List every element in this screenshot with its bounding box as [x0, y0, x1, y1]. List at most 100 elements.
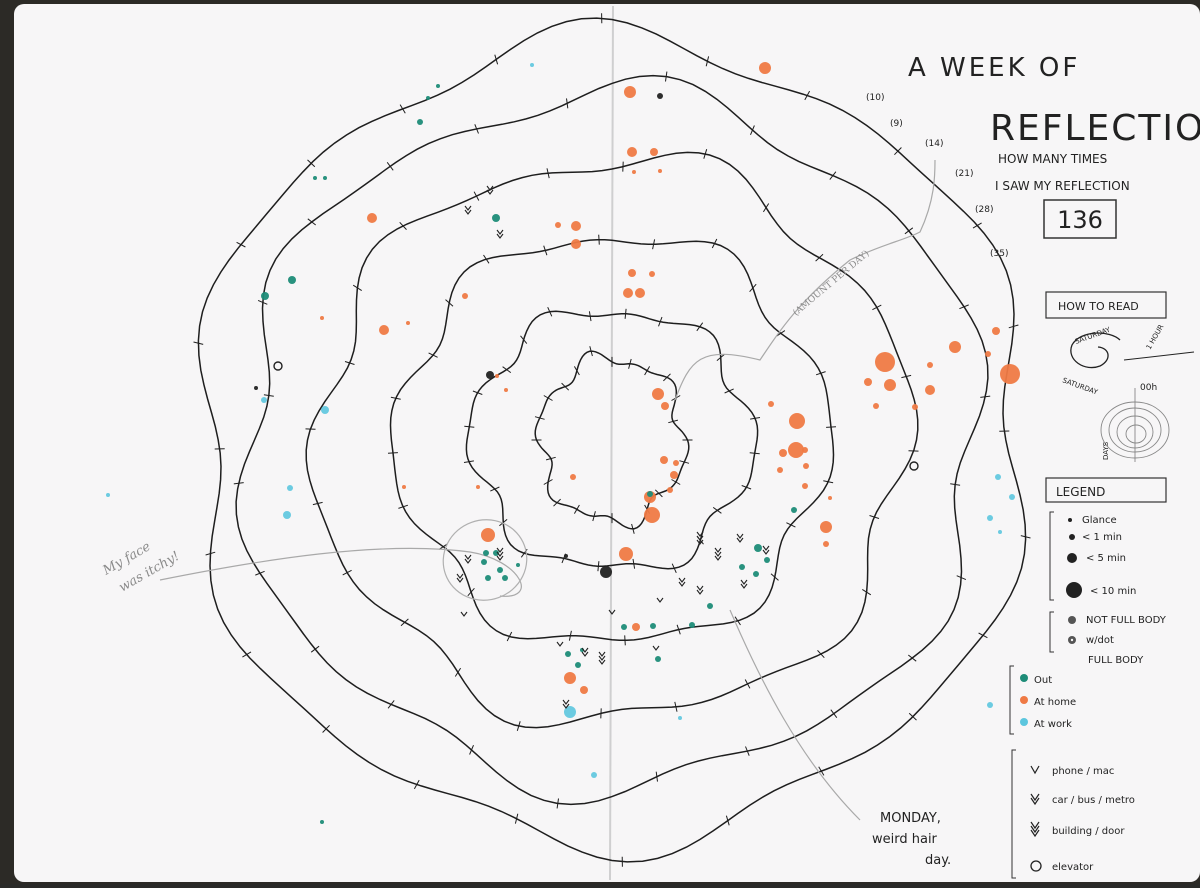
reflection-dot [678, 716, 682, 720]
total-count: 136 [1057, 206, 1103, 234]
reflection-dot [670, 471, 678, 479]
reflection-dot [803, 463, 809, 469]
reflection-dot [495, 374, 499, 378]
reflection-dot [759, 62, 771, 74]
reflection-dot [764, 557, 770, 563]
reflection-dot [828, 496, 832, 500]
reflection-dot [632, 623, 640, 631]
size-10min-label: < 10 min [1090, 586, 1136, 597]
reflection-dot [925, 385, 935, 395]
reflection-dot [779, 449, 787, 457]
reflection-dot [320, 820, 324, 824]
reflection-dot [571, 221, 581, 231]
not-full-body-dot [1068, 616, 1076, 624]
place-work-dot [1020, 718, 1028, 726]
place-out-dot [1020, 674, 1028, 682]
reflection-dot [707, 603, 713, 609]
reflection-dot [555, 222, 561, 228]
reflection-dot [564, 554, 568, 558]
mirror-phone-label: phone / mac [1052, 766, 1114, 777]
reflection-dot [628, 269, 636, 277]
reflection-dot [406, 321, 410, 325]
size-1min-label: < 1 min [1082, 532, 1122, 543]
monday-note-line2: weird hair [872, 832, 938, 847]
place-home-dot [1020, 696, 1028, 704]
label-00h: 00h [1140, 383, 1157, 393]
reflection-dot [987, 702, 993, 708]
reflection-dot [995, 474, 1001, 480]
reflection-dot [658, 169, 662, 173]
place-work-label: At work [1034, 719, 1072, 730]
ring-count-1: (10) [866, 93, 884, 103]
reflection-dot [949, 341, 961, 353]
title-line1: A WEEK OF [908, 53, 1080, 83]
full-body-label: FULL BODY [1088, 655, 1144, 666]
reflection-dot [1000, 364, 1020, 384]
reflection-dot [283, 511, 291, 519]
mirror-elevator-label: elevator [1052, 862, 1094, 873]
reflection-dot [530, 63, 534, 67]
reflection-dot [492, 214, 500, 222]
reflection-dot [864, 378, 872, 386]
reflection-dot [754, 544, 762, 552]
reflection-dot [486, 371, 494, 379]
reflection-dot [802, 483, 808, 489]
place-out-label: Out [1034, 675, 1052, 686]
size-5min-dot [1067, 553, 1077, 563]
reflection-dot [504, 388, 508, 392]
reflection-dot [619, 547, 633, 561]
hour-tick [625, 635, 626, 645]
reflection-dot [481, 528, 495, 542]
w-dot-label: w/dot [1086, 635, 1114, 646]
reflection-dot [768, 401, 774, 407]
reflection-dot [417, 119, 423, 125]
reflection-dot [820, 521, 832, 533]
reflection-dot [992, 327, 1000, 335]
reflection-dot [564, 672, 576, 684]
legend-title: LEGEND [1056, 485, 1105, 499]
size-1min-dot [1069, 534, 1075, 540]
reflection-dot [481, 559, 487, 565]
reflection-dot [875, 352, 895, 372]
reflection-dot [789, 413, 805, 429]
mirror-car-label: car / bus / metro [1052, 795, 1135, 806]
reflection-dot [689, 622, 695, 628]
reflection-dot [632, 170, 636, 174]
reflection-dot [321, 406, 329, 414]
reflection-dot [635, 288, 645, 298]
reflection-dot [627, 147, 637, 157]
reflection-dot [673, 460, 679, 466]
reflection-dot [791, 507, 797, 513]
title-line2: REFLECTIONS [990, 108, 1200, 149]
reflection-dot [323, 176, 327, 180]
reflection-dot [497, 567, 503, 573]
reflection-dot [661, 402, 669, 410]
reflection-dot [739, 564, 745, 570]
reflection-dot [647, 491, 653, 497]
reflection-dot [565, 651, 571, 657]
reflection-dot [261, 292, 269, 300]
size-10min-dot [1066, 582, 1082, 598]
hour-tick [388, 453, 398, 454]
reflection-dot [987, 515, 993, 521]
reflection-dot [402, 485, 406, 489]
reflection-dot [367, 213, 377, 223]
reflection-dot [998, 530, 1002, 534]
reflection-dot [426, 96, 430, 100]
reflection-dot [753, 571, 759, 577]
reflection-dot [570, 474, 576, 480]
reflection-dot [650, 623, 656, 629]
reflection-dot [261, 397, 267, 403]
reflection-dot [655, 656, 661, 662]
reflection-dot [873, 403, 879, 409]
place-home-label: At home [1034, 697, 1076, 708]
reflection-dot [476, 485, 480, 489]
reflection-dot [823, 541, 829, 547]
reflection-dot [660, 456, 668, 464]
reflection-dot [652, 388, 664, 400]
reflection-dot [575, 662, 581, 668]
reflection-dot [927, 362, 933, 368]
reflection-dot [788, 442, 804, 458]
size-glance-label: Glance [1082, 515, 1117, 526]
